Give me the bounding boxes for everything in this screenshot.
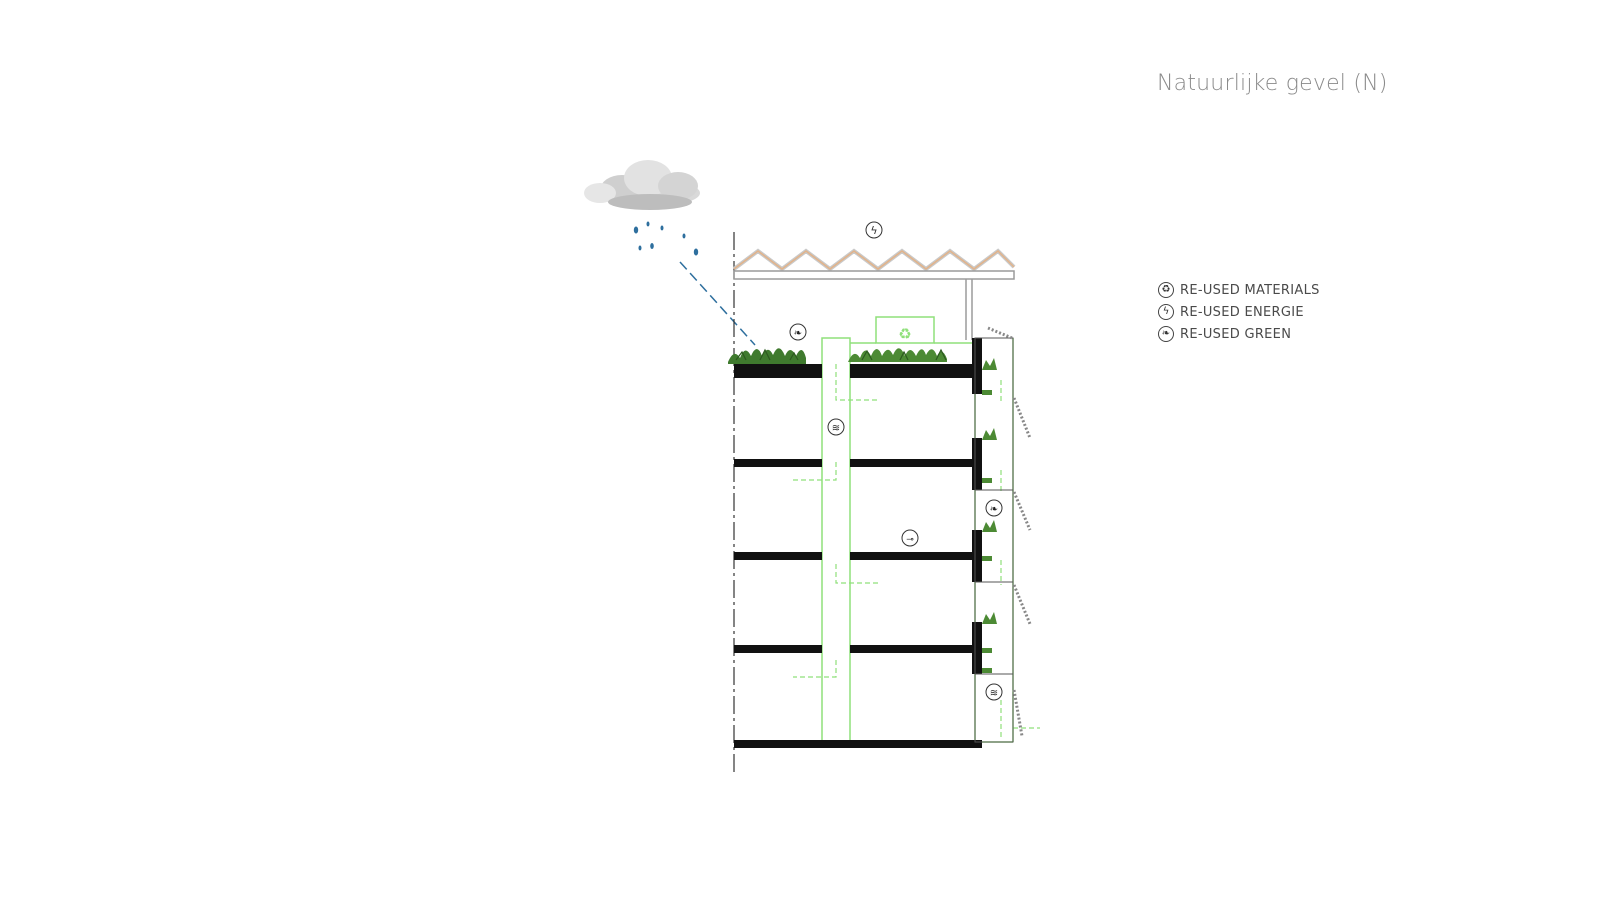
leaf-icon: ❧ <box>789 323 807 341</box>
cloud-icon <box>584 160 700 210</box>
lightning-icon: ϟ <box>865 221 883 239</box>
svg-text:≋: ≋ <box>832 423 840 434</box>
svg-text:❧: ❧ <box>990 504 998 515</box>
facade-plants <box>982 358 997 673</box>
page-title: Natuurlijke gevel (N) <box>1157 71 1388 96</box>
legend-label: RE-USED ENERGIE <box>1180 304 1304 320</box>
legend-item-green: ❧ RE-USED GREEN <box>1158 323 1320 345</box>
legend-label: RE-USED MATERIALS <box>1180 282 1320 298</box>
legend-item-energie: ϟ RE-USED ENERGIE <box>1158 301 1320 323</box>
solar-roof <box>732 248 1016 340</box>
water-tap-icon: ⊸ <box>901 529 919 547</box>
legend: ♻ RE-USED MATERIALS ϟ RE-USED ENERGIE ❧ … <box>1158 279 1320 345</box>
facade-wall <box>972 338 982 674</box>
svg-text:ϟ: ϟ <box>870 224 877 237</box>
recycle-icon: ♻ <box>1158 282 1174 298</box>
legend-label: RE-USED GREEN <box>1180 326 1292 342</box>
airflow-arrows <box>793 364 1040 740</box>
leaf-icon: ❧ <box>985 499 1003 517</box>
wind-icon: ≋ <box>985 683 1003 701</box>
recycle-icon: ♻ <box>898 325 911 343</box>
svg-text:♻: ♻ <box>898 325 911 343</box>
svg-text:⊸: ⊸ <box>906 535 914 545</box>
leaf-icon: ❧ <box>1158 326 1174 342</box>
lightning-icon: ϟ <box>1158 304 1174 320</box>
plants-icon <box>728 348 947 364</box>
rain-drops <box>633 221 699 256</box>
wind-icon: ≋ <box>827 418 845 436</box>
facade-frame <box>974 337 1014 743</box>
svg-text:≋: ≋ <box>990 688 998 699</box>
svg-text:❧: ❧ <box>794 328 802 339</box>
rain-runoff-line <box>679 261 756 346</box>
legend-item-materials: ♻ RE-USED MATERIALS <box>1158 279 1320 301</box>
sun-louvres <box>987 326 1032 737</box>
floor-slabs <box>734 364 982 748</box>
